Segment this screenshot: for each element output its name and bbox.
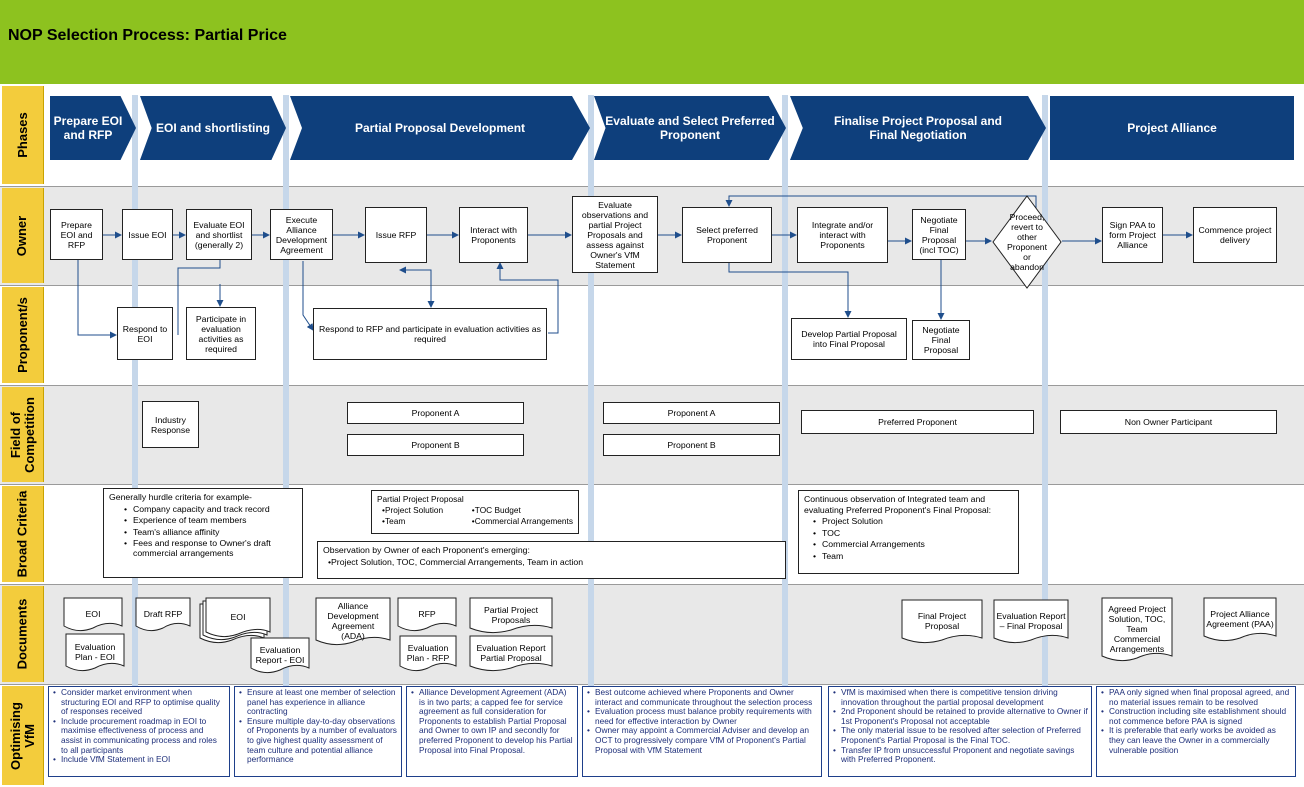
owner-select-preferred: Select preferred Proponent — [682, 207, 772, 263]
doc-final-project-proposal: Final Project Proposal — [901, 599, 983, 644]
row-label-proponents: Proponent/s — [2, 287, 44, 383]
phase-prepare-eoi: Prepare EOI and RFP — [50, 96, 136, 160]
phase-divider — [1042, 95, 1048, 697]
optimising-partial: Alliance Development Agreement (ADA) is … — [406, 686, 578, 777]
owner-integrate-interact: Integrate and/or interact with Proponent… — [797, 207, 888, 263]
proponent-respond-eoi: Respond to EOI — [117, 307, 173, 360]
field-non-owner-participant: Non Owner Participant — [1060, 410, 1277, 434]
optimising-prepare: Consider market environment when structu… — [48, 686, 230, 777]
owner-evaluate-eoi: Evaluate EOI and shortlist (generally 2) — [186, 209, 252, 260]
row-label-documents: Documents — [2, 586, 44, 682]
phase-finalise: Finalise Project Proposal and Final Nego… — [790, 96, 1046, 160]
owner-issue-eoi: Issue EOI — [122, 209, 173, 260]
doc-evaluation-report-eoi: Evaluation Report - EOI — [250, 637, 310, 674]
page-title: NOP Selection Process: Partial Price — [8, 27, 287, 44]
doc-paa: Project Alliance Agreement (PAA) — [1203, 597, 1277, 642]
owner-sign-paa: Sign PAA to form Project Alliance — [1102, 207, 1163, 263]
row-label-owner: Owner — [2, 188, 44, 283]
field-proponent-a: Proponent A — [603, 402, 780, 424]
proponent-respond-rfp: Respond to RFP and participate in evalua… — [313, 308, 547, 360]
criteria-partial-proposal-box: Partial Project Proposal Project Solutio… — [371, 490, 579, 534]
field-preferred-proponent: Preferred Proponent — [801, 410, 1034, 434]
doc-evaluation-plan-eoi: Evaluation Plan - EOI — [65, 633, 125, 672]
optimising-evaluate: Best outcome achieved where Proponents a… — [582, 686, 822, 777]
owner-evaluate-observations: Evaluate observations and partial Projec… — [572, 196, 658, 273]
phase-divider — [132, 95, 138, 697]
doc-partial-project-proposals: Partial Project Proposals — [469, 597, 553, 634]
proponent-negotiate-final: Negotiate Final Proposal — [912, 320, 970, 360]
proponent-participate-eoi: Participate in evaluation activities as … — [186, 307, 256, 360]
criteria-observation-box: Observation by Owner of each Proponent's… — [317, 541, 786, 579]
optimising-alliance: PAA only signed when final proposal agre… — [1096, 686, 1296, 777]
doc-eoi-stack: EOI — [199, 597, 271, 644]
phase-partial-proposal: Partial Proposal Development — [290, 96, 590, 160]
owner-issue-rfp: Issue RFP — [365, 207, 427, 263]
owner-negotiate-final: Negotiate Final Proposal (incl TOC) — [912, 209, 966, 260]
field-proponent-b: Proponent B — [347, 434, 524, 456]
doc-evaluation-report-final: Evaluation Report – Final Proposal — [993, 599, 1069, 644]
optimising-eoi: Ensure at least one member of selection … — [234, 686, 402, 777]
doc-draft-rfp: Draft RFP — [135, 597, 191, 632]
criteria-eoi-box: Generally hurdle criteria for example- C… — [103, 488, 303, 578]
title-bar — [0, 0, 1304, 84]
optimising-finalise: VfM is maximised when there is competiti… — [828, 686, 1092, 777]
doc-rfp: RFP — [397, 597, 457, 632]
doc-eoi: EOI — [63, 597, 123, 632]
phase-divider — [782, 95, 788, 697]
doc-evaluation-report-partial: Evaluation Report Partial Proposal — [469, 635, 553, 672]
owner-execute-ada: Execute Alliance Development Agreement — [270, 209, 333, 260]
field-proponent-b: Proponent B — [603, 434, 780, 456]
phase-evaluate-select: Evaluate and Select Preferred Proponent — [594, 96, 786, 160]
doc-evaluation-plan-rfp: Evaluation Plan - RFP — [399, 635, 457, 672]
field-proponent-a: Proponent A — [347, 402, 524, 424]
owner-interact-proponents: Interact with Proponents — [459, 207, 528, 263]
phase-eoi-shortlisting: EOI and shortlisting — [140, 96, 286, 160]
phase-divider — [283, 95, 289, 697]
field-industry-response: Industry Response — [142, 401, 199, 448]
phase-project-alliance: Project Alliance — [1050, 96, 1294, 160]
owner-commence-delivery: Commence project delivery — [1193, 207, 1277, 263]
phase-divider — [588, 95, 594, 697]
proponent-develop-final: Develop Partial Proposal into Final Prop… — [791, 318, 907, 360]
doc-ada: Alliance Development Agreement (ADA) — [315, 597, 391, 646]
owner-decision-diamond: Proceed, revert to other Proponent or ab… — [992, 195, 1062, 289]
doc-agreed-project-solution: Agreed Project Solution, TOC, Team Comme… — [1101, 597, 1173, 662]
row-label-phases: Phases — [2, 86, 44, 184]
criteria-continuous-box: Continuous observation of Integrated tea… — [798, 490, 1019, 574]
owner-prepare-eoi-rfp: Prepare EOI and RFP — [50, 209, 103, 260]
row-label-criteria: Broad Criteria — [2, 486, 44, 582]
